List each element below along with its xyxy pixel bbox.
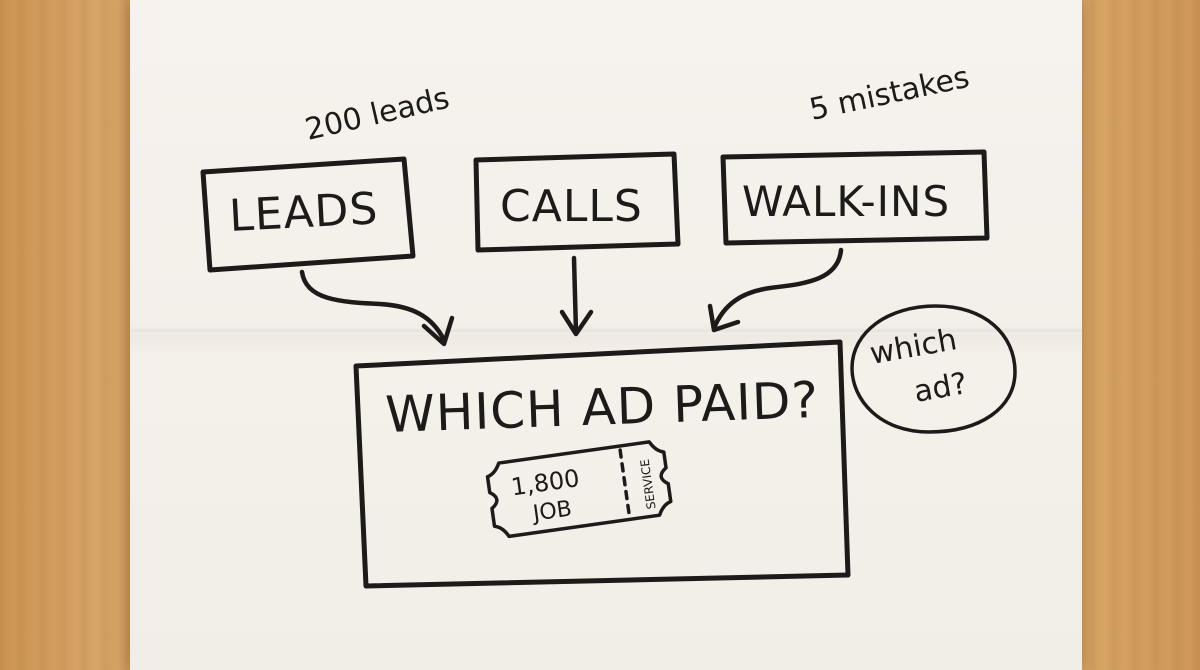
arrow-leads-to-target	[299, 269, 455, 347]
leads-label: LEADS	[228, 183, 380, 242]
paper-fold-crease	[130, 328, 1082, 334]
which-ad-paid-label: WHICH AD PAID?	[384, 371, 819, 444]
leads-count-annotation: 200 leads	[302, 81, 453, 148]
paper-sheet	[130, 0, 1082, 670]
bubble-which-text: which	[867, 322, 959, 372]
bubble-ad-text: ad?	[911, 366, 970, 410]
which-ad-paid-node: WHICH AD PAID?	[353, 339, 851, 589]
which-ad-bubble: which ad?	[850, 304, 1017, 434]
walk-ins-label: WALK-INS	[742, 177, 950, 226]
ticket-service-stub: SERVICE	[638, 458, 659, 510]
calls-label: CALLS	[500, 181, 643, 232]
leads-node: LEADS	[200, 156, 416, 273]
ticket-job-label: JOB	[529, 496, 573, 526]
walk-ins-node: WALK-INS	[720, 149, 990, 246]
arrow-walk-ins-to-target	[707, 247, 844, 333]
ticket-amount: 1,800	[509, 464, 581, 501]
mistakes-count-annotation: 5 mistakes	[806, 60, 972, 128]
job-ticket: 1,800 JOB SERVICE	[485, 440, 673, 539]
calls-node: CALLS	[473, 151, 681, 253]
arrow-calls-to-target	[559, 255, 594, 337]
